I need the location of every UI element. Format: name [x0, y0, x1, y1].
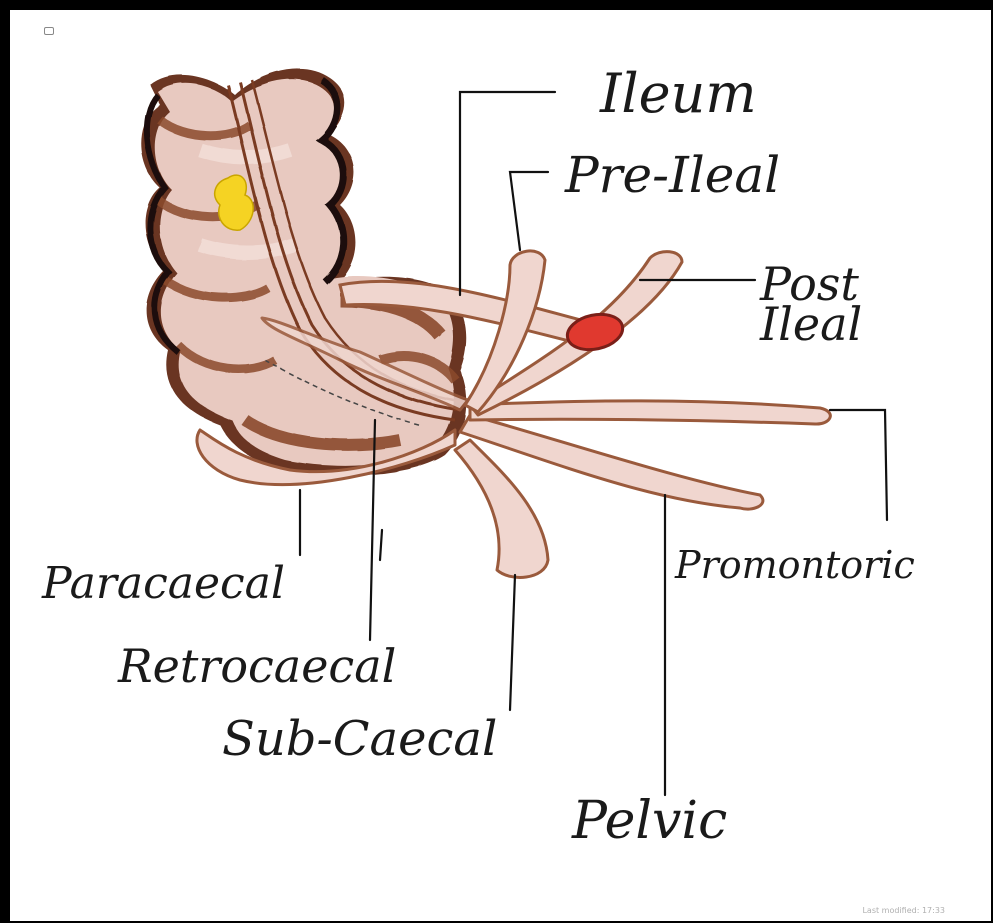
label-pelvic: Pelvic [571, 791, 727, 851]
leader-sub-caecal [510, 575, 515, 710]
leader-pre-ileal [510, 172, 548, 250]
leader-retrocaecal-2 [380, 530, 382, 560]
label-retrocaecal: Retrocaecal [117, 639, 396, 693]
label-post-ileal-2: Ileal [759, 297, 862, 351]
label-promontoric: Promontoric [674, 543, 915, 587]
last-modified-footer: Last modified: 17:33 [862, 906, 945, 915]
leader-promontoric [830, 410, 887, 520]
label-ileum: Ileum [599, 62, 757, 125]
appendix-sub-caecal [455, 440, 548, 577]
label-pre-ileal: Pre-Ileal [564, 146, 780, 204]
label-paracaecal: Paracaecal [41, 558, 285, 609]
label-sub-caecal: Sub-Caecal [222, 711, 497, 767]
caecum-colon [141, 69, 466, 476]
appendix-promontoric [470, 401, 830, 424]
